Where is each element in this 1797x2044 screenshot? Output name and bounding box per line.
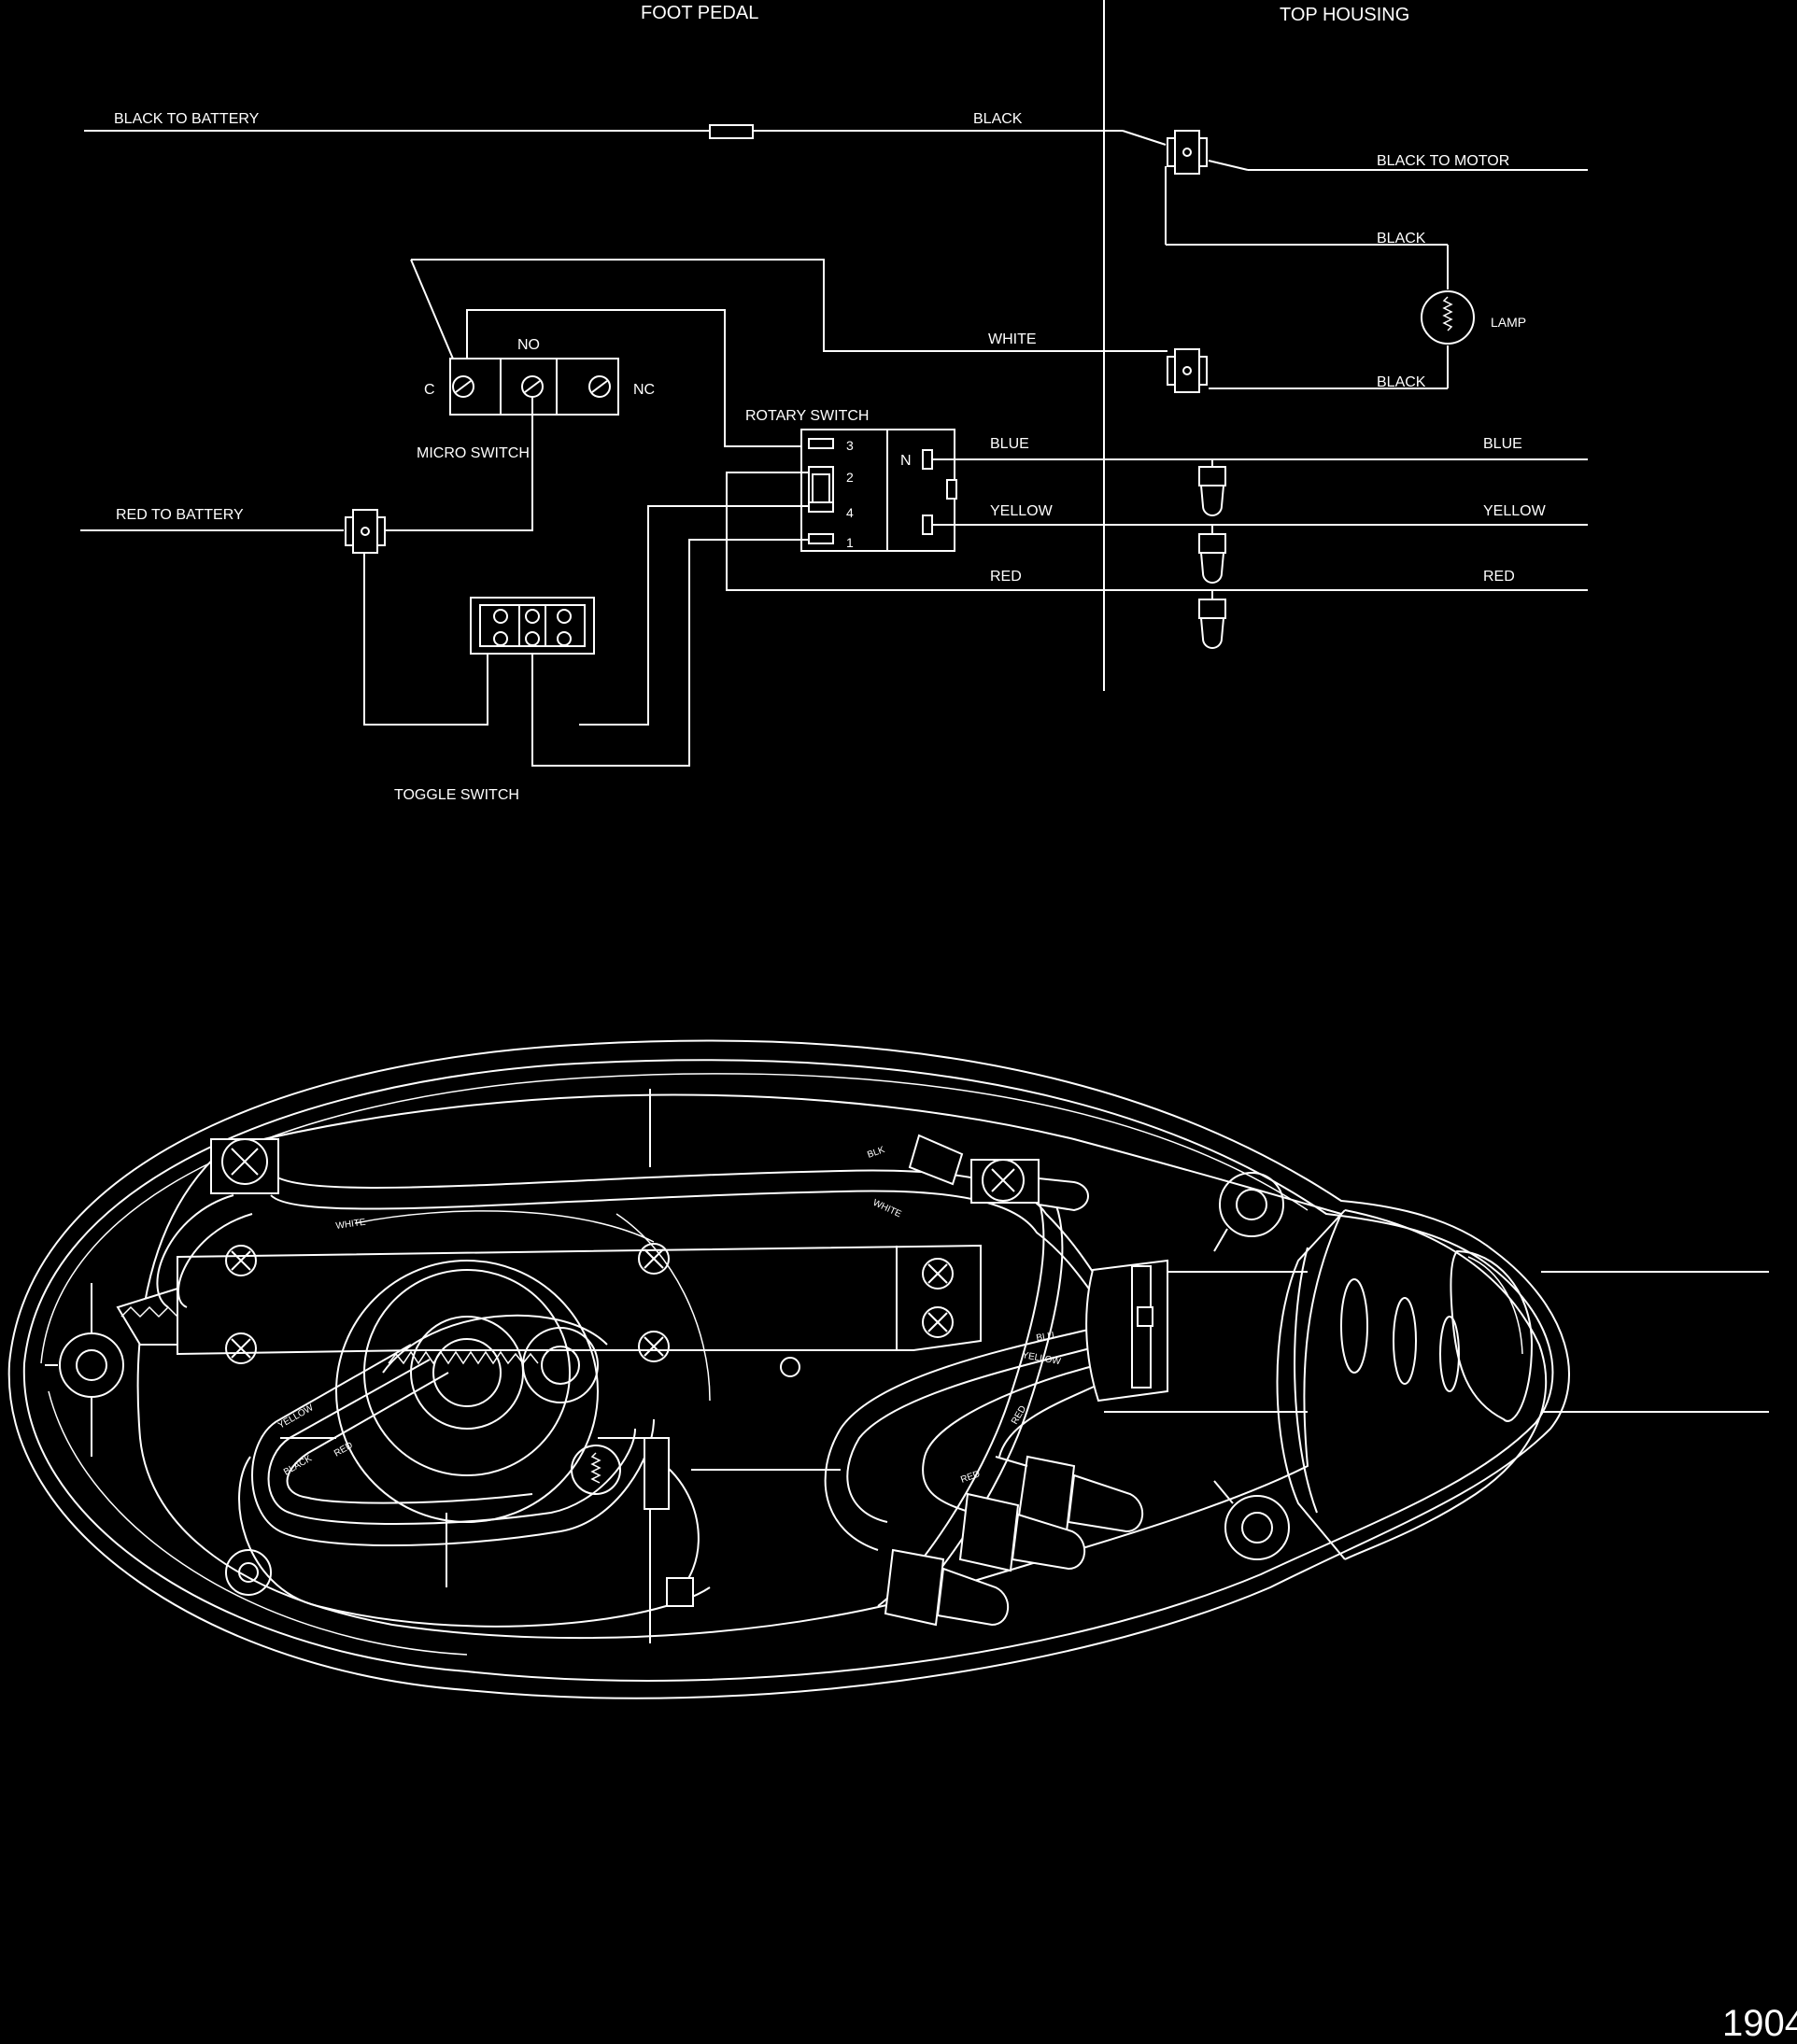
label-micro-switch: MICRO SWITCH — [417, 445, 530, 461]
illus-label-white-2: WHITE — [871, 1198, 903, 1220]
top-housing-illustration: WHITE WHITE BLACK RED RED RED YELLOW YEL… — [7, 1039, 1769, 1699]
plug-connector-1 — [995, 1455, 1144, 1533]
label-black-lamp-upper: BLACK — [1377, 231, 1426, 247]
circuit-board — [116, 1243, 982, 1364]
label-rotary-n: N — [900, 453, 912, 469]
mount-boss-lower — [1213, 1480, 1290, 1560]
label-micro-c: C — [424, 382, 435, 398]
top-housing-header: TOP HOUSING — [1280, 5, 1409, 25]
rotary-pin-1: 1 — [846, 535, 854, 550]
terminal-block-right — [908, 1134, 1089, 1212]
cable-clamp — [1085, 1259, 1168, 1403]
rotary-pin-4: 4 — [846, 505, 854, 520]
terminal-block-left — [210, 1138, 279, 1194]
illus-label-blk: BLK — [866, 1145, 886, 1161]
white-wire — [410, 259, 1167, 371]
foot-pedal-header: FOOT PEDAL — [641, 3, 758, 23]
label-micro-nc: NC — [633, 382, 655, 398]
black-battery-wire — [84, 124, 1588, 389]
label-lamp: LAMP — [1491, 315, 1526, 330]
plug-connector-3 — [884, 1548, 1010, 1627]
label-black-lamp-lower: BLACK — [1377, 374, 1426, 390]
mount-boss-left — [45, 1283, 124, 1457]
figure-number: 1904 — [1722, 2003, 1797, 2044]
label-blue-left: BLUE — [990, 436, 1029, 452]
steering-gear — [280, 1089, 711, 1643]
label-red-to-battery: RED TO BATTERY — [116, 507, 244, 523]
rotary-pin-3: 3 — [846, 438, 854, 453]
toggle-to-rotary-wire-b — [531, 539, 809, 767]
label-yellow-right: YELLOW — [1483, 503, 1547, 519]
housing-inner-shell — [22, 1059, 1554, 1682]
toggle-to-rotary-wire-a — [579, 505, 809, 726]
plug-connector-2 — [958, 1492, 1086, 1572]
terminal-connector-top — [1167, 130, 1208, 175]
bullet-connector-yellow — [1198, 525, 1226, 584]
label-black-to-battery: BLACK TO BATTERY — [114, 111, 260, 127]
housing-collar — [1276, 1209, 1548, 1560]
lamp — [1421, 290, 1475, 345]
mount-boss-small — [225, 1549, 272, 1596]
red-battery-wire — [80, 509, 488, 726]
rotary-switch — [800, 429, 957, 552]
label-yellow-left: YELLOW — [990, 503, 1054, 519]
board-screws — [225, 1243, 954, 1364]
illus-label-black: BLACK — [282, 1454, 314, 1478]
label-micro-no: NO — [517, 337, 540, 353]
label-red-right: RED — [1483, 569, 1515, 585]
illus-label-red: RED — [333, 1441, 355, 1459]
red-wire — [726, 472, 1588, 591]
label-black-top: BLACK — [973, 111, 1023, 127]
bullet-connector-blue — [1198, 459, 1226, 516]
label-toggle-switch: TOGGLE SWITCH — [394, 787, 519, 803]
schematic: FOOT PEDAL TOP HOUSING BLACK TO BATTERY … — [80, 0, 1588, 803]
toggle-switch — [470, 597, 595, 655]
label-blue-right: BLUE — [1483, 436, 1522, 452]
illus-label-red-3: RED — [959, 1469, 982, 1486]
fuse — [709, 124, 754, 139]
mount-boss-upper — [1213, 1172, 1284, 1252]
terminal-connector-white — [1167, 348, 1208, 393]
micro-switch — [398, 309, 805, 531]
illus-label-blu: BLU — [1036, 1331, 1055, 1344]
housing-cavity — [136, 1093, 1343, 1640]
label-black-to-motor: BLACK TO MOTOR — [1377, 153, 1509, 169]
illus-label-white: WHITE — [335, 1218, 367, 1232]
bullet-connector-red — [1198, 590, 1226, 649]
rotary-pin-2: 2 — [846, 470, 854, 485]
label-white: WHITE — [988, 331, 1037, 347]
housing-outer-shell — [7, 1039, 1570, 1699]
label-red-left: RED — [990, 569, 1022, 585]
lamp-assembly — [571, 1357, 841, 1607]
label-rotary-switch: ROTARY SWITCH — [745, 408, 869, 424]
